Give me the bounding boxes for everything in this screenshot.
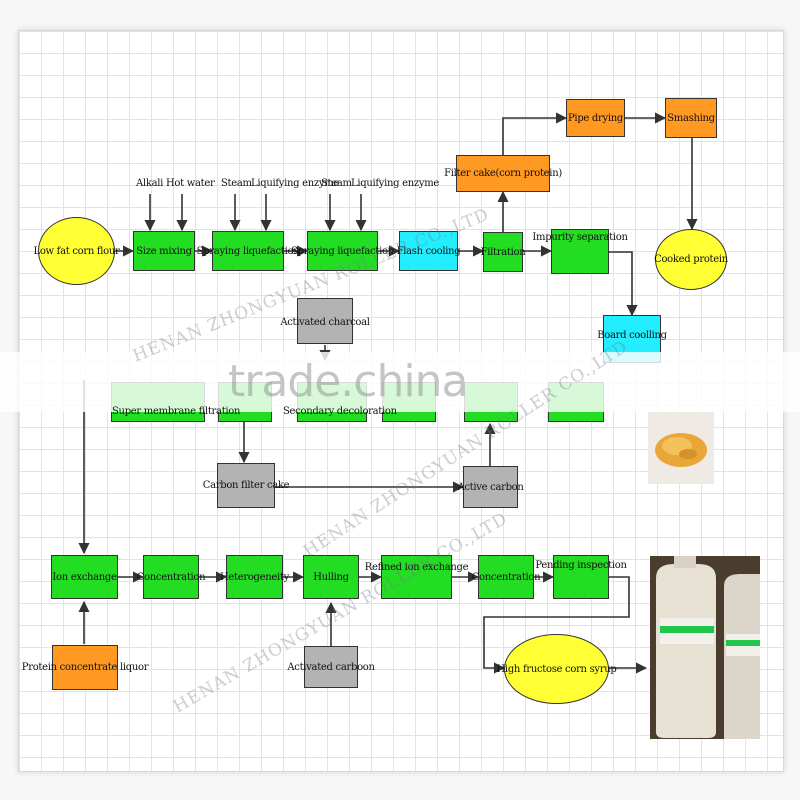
node-filter-cake: Filter cake(corn protein) (444, 155, 562, 192)
input-liquifying-enzyme-1: Liquifying enzyme (251, 178, 340, 189)
node-protein-concentrate-liquor: Protein concentrate liquor (22, 645, 149, 690)
node-spraying-liquefaction-1: Spraying liquefaction (197, 231, 300, 271)
node-heterogeneity: Heterogeneity (220, 555, 289, 599)
node-activated-charcoal: Activated charcoal (280, 298, 370, 344)
node-high-fructose-corn-syrup: High fructose corn syrup (497, 634, 617, 704)
input-liquifying-enzyme-2: Liquifying enzyme (351, 178, 440, 189)
node-spraying-liquefaction-2: Spraying liquefaction (291, 231, 394, 271)
node-activated-carboon: Activated carboon (287, 646, 375, 688)
node-refined-ion-exchange: Refined ion exchange (365, 555, 469, 599)
input-steam-2: Steam (321, 178, 352, 189)
node-ion-exchange: Ion exchange (51, 555, 118, 599)
node-concentration-1: Concentration (137, 555, 206, 599)
node-filtration: Filtration (481, 232, 526, 272)
arrow-pending-to-syrup (483, 576, 630, 674)
node-size-mixing: Size mixing (133, 231, 195, 271)
node-pending-inspection: Pending inspection (535, 555, 627, 599)
node-flash-cooling: Flash cooling (397, 231, 461, 271)
node-smashing: Smashing (665, 98, 717, 138)
protein-powder-image (655, 433, 707, 467)
node-pipe-drying: Pipe drying (566, 99, 625, 137)
node-concentration-2: Concentration (472, 555, 541, 599)
node-cooked-protein: Cooked protein (654, 229, 728, 290)
watermark-tradechina: trade.china (228, 356, 468, 407)
label-secondary-decoloration: Secondary decoloration (283, 406, 397, 417)
node-hulling: Hulling (303, 555, 359, 599)
watermark-band (0, 352, 800, 412)
node-active-carbon: Active carbon (457, 466, 524, 508)
label-super-membrane-filtration: Super membrane filtration (112, 406, 241, 417)
node-impurity-separation: Impurity separation (532, 229, 628, 274)
syrup-bottles-photo (650, 556, 760, 739)
node-low-fat-corn-flour: Low fat corn flour (33, 217, 120, 285)
cooked-protein-photo (648, 412, 714, 484)
node-carbon-filter-cake: Carbon filter cake (203, 463, 290, 508)
arrow-filtercake-to-pipe (502, 112, 568, 156)
input-hot-water: Hot water (166, 178, 215, 189)
input-steam-1: Steam (221, 178, 252, 189)
syrup-bottles-image (650, 556, 760, 739)
input-alkali: Alkali (136, 178, 164, 189)
arrow-impurity-to-board (609, 251, 638, 317)
